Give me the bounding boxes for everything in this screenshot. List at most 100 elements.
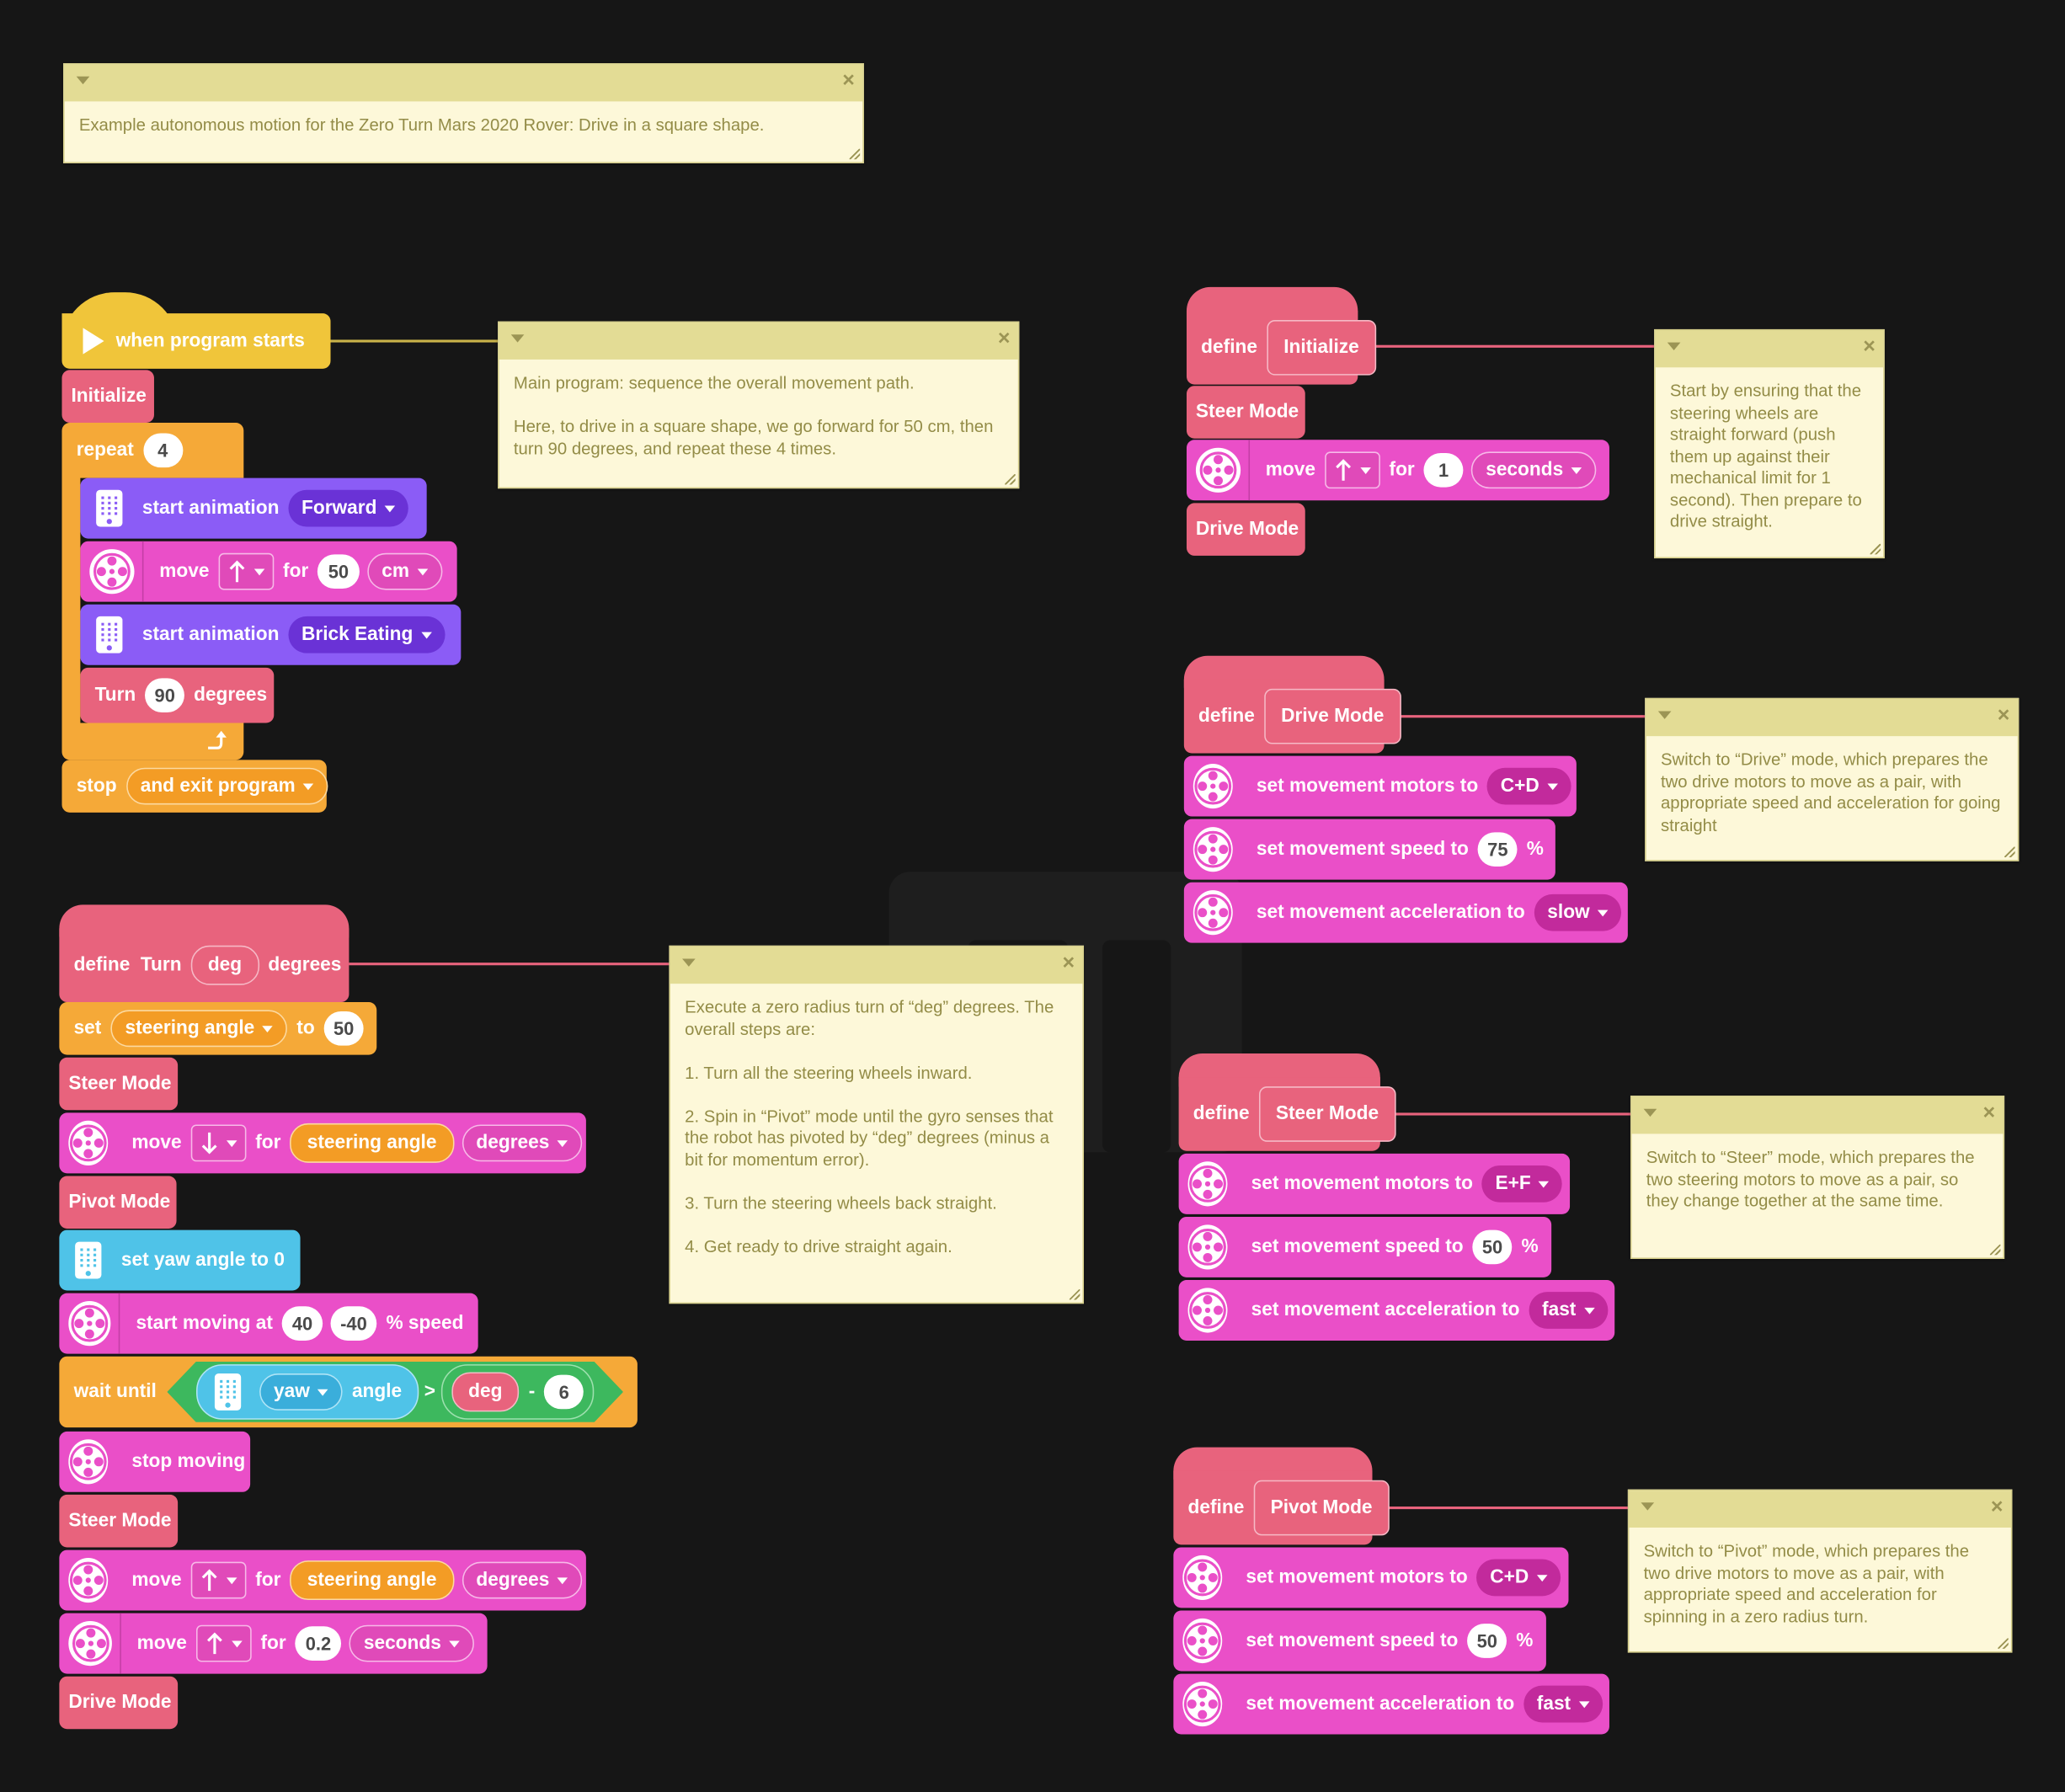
define-turn-block[interactable]: define Turn deg degrees: [59, 928, 350, 1003]
start-animation-block[interactable]: start animation Forward: [80, 477, 427, 539]
direction-dropdown[interactable]: [190, 1124, 247, 1162]
unit-dropdown[interactable]: degrees: [462, 1561, 583, 1599]
motors-dropdown[interactable]: C+D: [1476, 1559, 1561, 1597]
collapse-arrow-icon[interactable]: [1667, 342, 1681, 350]
close-icon[interactable]: ×: [1990, 1496, 2004, 1519]
collapse-arrow-icon[interactable]: [510, 334, 525, 343]
turn-amount-input[interactable]: 90: [145, 678, 185, 713]
comment-main[interactable]: × Main program: sequence the overall mov…: [498, 321, 1020, 489]
comment-header[interactable]: × Example autonomous motion for the Zero…: [63, 63, 864, 163]
stop-moving-block[interactable]: stop moving: [59, 1431, 251, 1492]
variable-reporter[interactable]: steering angle: [290, 1123, 454, 1163]
define-steer-mode-block[interactable]: define Steer Mode: [1178, 1077, 1396, 1151]
start-moving-block[interactable]: start moving at 40 -40 % speed: [59, 1293, 478, 1354]
comment-turn[interactable]: × Execute a zero radius turn of “deg” de…: [669, 945, 1085, 1304]
repeat-block[interactable]: repeat 4: [61, 422, 244, 478]
comment-text[interactable]: Example autonomous motion for the Zero T…: [78, 115, 765, 135]
set-movement-acceleration-block[interactable]: set movement acceleration to fast: [1173, 1673, 1609, 1735]
repeat-count-input[interactable]: 4: [142, 433, 183, 468]
comment-initialize[interactable]: × Start by ensuring that the steering wh…: [1654, 328, 1885, 559]
move-block[interactable]: move for steering angle degrees: [59, 1549, 586, 1611]
close-icon[interactable]: ×: [1062, 952, 1075, 975]
param-deg-reporter[interactable]: deg: [451, 1372, 520, 1411]
collapse-arrow-icon[interactable]: [682, 958, 696, 967]
set-variable-block[interactable]: set steering angle to 50: [59, 1002, 377, 1055]
steer-mode-call-block[interactable]: Steer Mode: [59, 1494, 179, 1548]
variable-reporter[interactable]: steering angle: [290, 1560, 454, 1601]
close-icon[interactable]: ×: [1997, 704, 2010, 728]
steer-mode-call-block[interactable]: Steer Mode: [59, 1057, 179, 1111]
comment-pivot-mode[interactable]: × Switch to “Pivot” mode, which prepares…: [1627, 1489, 2013, 1653]
direction-dropdown[interactable]: [218, 552, 275, 590]
move-amount-input[interactable]: 50: [317, 554, 360, 589]
drive-mode-call-block[interactable]: Drive Mode: [59, 1676, 179, 1730]
set-yaw-angle-block[interactable]: set yaw angle to 0: [59, 1229, 301, 1291]
move-block[interactable]: move for 0.2 seconds: [59, 1613, 488, 1674]
variable-dropdown[interactable]: steering angle: [110, 1010, 288, 1048]
set-movement-motors-block[interactable]: set movement motors to C+D: [1173, 1547, 1569, 1608]
comment-text[interactable]: Switch to “Steer” mode, which prepares t…: [1646, 1147, 1980, 1211]
set-movement-speed-block[interactable]: set movement speed to 75 %: [1183, 819, 1555, 880]
stop-block[interactable]: stop and exit program: [61, 760, 328, 813]
resize-handle-icon[interactable]: [1005, 473, 1016, 485]
acceleration-dropdown[interactable]: fast: [1523, 1685, 1603, 1723]
resize-handle-icon[interactable]: [849, 148, 861, 160]
unit-dropdown[interactable]: cm: [367, 552, 443, 590]
comment-text[interactable]: Switch to “Pivot” mode, which prepares t…: [1643, 1540, 1974, 1626]
acceleration-dropdown[interactable]: fast: [1529, 1292, 1608, 1329]
set-movement-motors-block[interactable]: set movement motors to E+F: [1178, 1153, 1571, 1214]
unit-dropdown[interactable]: seconds: [349, 1624, 474, 1662]
comparison-operator[interactable]: yaw angle > deg - 6: [167, 1362, 623, 1422]
define-drive-mode-block[interactable]: define Drive Mode: [1183, 679, 1401, 754]
yaw-angle-reporter[interactable]: yaw angle: [196, 1364, 419, 1420]
offset-input[interactable]: 6: [544, 1375, 584, 1410]
move-amount-input[interactable]: 1: [1423, 452, 1464, 488]
move-block[interactable]: move for 1 seconds: [1186, 440, 1609, 501]
comment-text[interactable]: Main program: sequence the overall movem…: [513, 372, 994, 458]
comment-drive-mode[interactable]: × Switch to “Drive” mode, which prepares…: [1645, 697, 2020, 861]
param-deg[interactable]: deg: [190, 945, 259, 985]
axis-dropdown[interactable]: yaw: [259, 1373, 343, 1411]
initialize-call-block[interactable]: Initialize: [61, 370, 154, 423]
close-icon[interactable]: ×: [1982, 1101, 1996, 1125]
speed-input[interactable]: 50: [1472, 1229, 1513, 1265]
collapse-arrow-icon[interactable]: [1641, 1502, 1655, 1511]
when-program-starts-block[interactable]: when program starts: [61, 313, 331, 369]
set-movement-speed-block[interactable]: set movement speed to 50 %: [1178, 1216, 1552, 1277]
set-movement-speed-block[interactable]: set movement speed to 50 %: [1173, 1610, 1546, 1672]
turn-call-block[interactable]: Turn 90 degrees: [80, 667, 275, 723]
define-initialize-block[interactable]: define Initialize: [1186, 311, 1377, 385]
direction-dropdown[interactable]: [190, 1561, 247, 1599]
unit-dropdown[interactable]: degrees: [462, 1124, 583, 1162]
left-speed-input[interactable]: 40: [281, 1306, 323, 1341]
speed-input[interactable]: 50: [1467, 1624, 1507, 1658]
right-speed-input[interactable]: -40: [330, 1306, 377, 1341]
comment-text[interactable]: Execute a zero radius turn of “deg” degr…: [685, 996, 1054, 1256]
direction-dropdown[interactable]: [195, 1624, 252, 1662]
motors-dropdown[interactable]: E+F: [1481, 1165, 1563, 1203]
animation-dropdown[interactable]: Brick Eating: [288, 616, 445, 653]
resize-handle-icon[interactable]: [1989, 1244, 2001, 1256]
comment-steer-mode[interactable]: × Switch to “Steer” mode, which prepares…: [1630, 1096, 2005, 1259]
unit-dropdown[interactable]: seconds: [1471, 451, 1597, 489]
resize-handle-icon[interactable]: [1069, 1288, 1081, 1300]
move-block[interactable]: move for 50 cm: [80, 541, 457, 602]
move-block[interactable]: move for steering angle degrees: [59, 1112, 586, 1174]
steer-mode-call-block[interactable]: Steer Mode: [1186, 386, 1305, 439]
move-amount-input[interactable]: 0.2: [295, 1626, 342, 1661]
start-animation-block[interactable]: start animation Brick Eating: [80, 604, 462, 665]
animation-dropdown[interactable]: Forward: [288, 489, 408, 527]
close-icon[interactable]: ×: [1863, 335, 1876, 359]
set-movement-motors-block[interactable]: set movement motors to C+D: [1183, 755, 1577, 817]
close-icon[interactable]: ×: [842, 69, 855, 93]
speed-input[interactable]: 75: [1477, 832, 1518, 867]
collapse-arrow-icon[interactable]: [1643, 1108, 1657, 1117]
collapse-arrow-icon[interactable]: [1657, 711, 1672, 719]
wait-until-block[interactable]: wait until yaw angle > deg - 6: [59, 1356, 638, 1428]
close-icon[interactable]: ×: [997, 328, 1011, 350]
value-input[interactable]: 50: [323, 1011, 364, 1046]
pivot-mode-call-block[interactable]: Pivot Mode: [59, 1176, 177, 1229]
define-pivot-mode-block[interactable]: define Pivot Mode: [1173, 1470, 1390, 1545]
direction-dropdown[interactable]: [1324, 451, 1380, 489]
